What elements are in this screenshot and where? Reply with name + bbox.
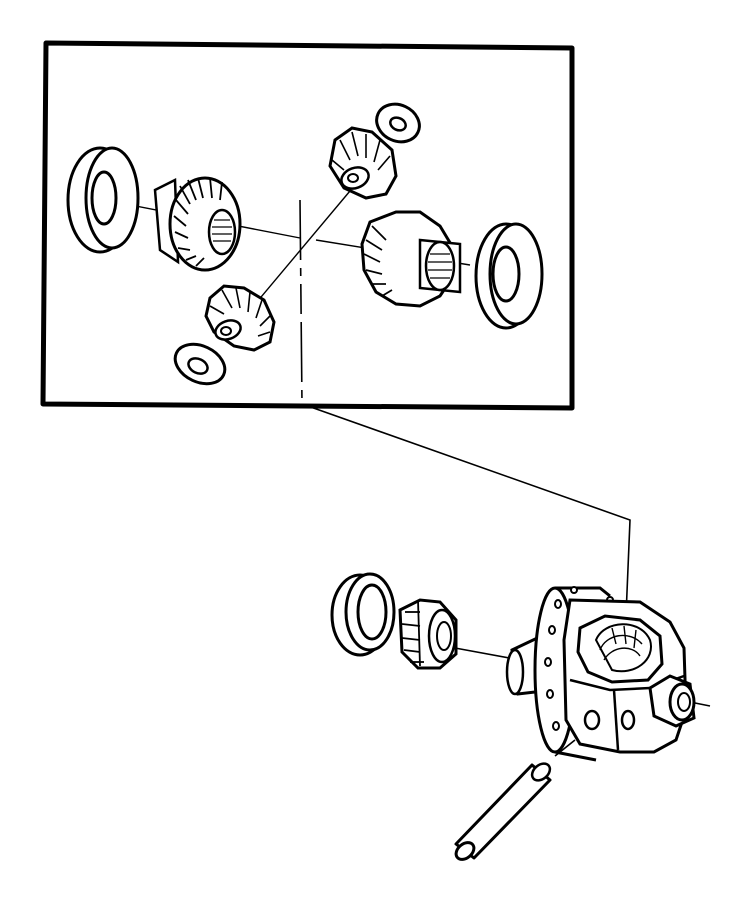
main-assembly bbox=[330, 572, 711, 861]
differential-case bbox=[505, 586, 696, 762]
right-side-gear bbox=[360, 210, 462, 308]
upper-pinion-gear bbox=[328, 126, 398, 200]
upper-pinion-washer bbox=[375, 102, 421, 144]
lower-pinion-washer bbox=[173, 342, 227, 386]
leader-line bbox=[304, 404, 631, 641]
left-side-gear bbox=[153, 176, 242, 272]
inset-frame bbox=[40, 40, 575, 411]
right-side-washer bbox=[474, 222, 544, 330]
carrier-bearing-cone bbox=[398, 598, 458, 670]
inset-detail bbox=[40, 40, 631, 641]
lower-pinion-gear bbox=[204, 284, 276, 352]
vertical-axis-line bbox=[299, 199, 303, 406]
carrier-bearing-cup bbox=[330, 572, 396, 657]
pinion-shaft bbox=[454, 739, 576, 861]
left-side-washer bbox=[66, 146, 140, 254]
